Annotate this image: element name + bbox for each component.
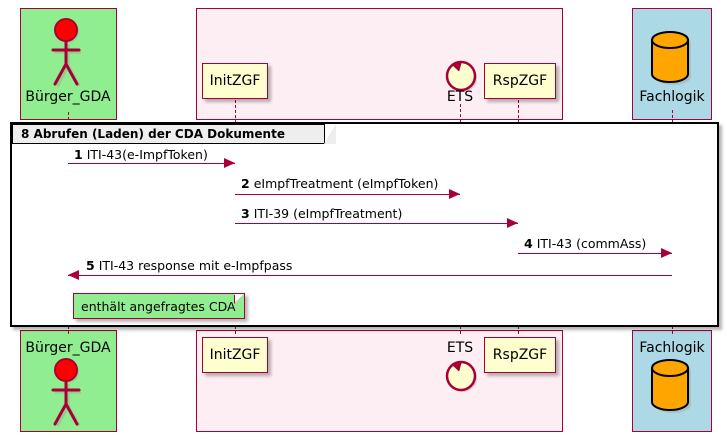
note-text: enthält angefragtes CDA	[81, 298, 236, 314]
message-line-2	[235, 194, 460, 195]
message-label-1: 1 ITI-43(e-ImpfToken)	[74, 147, 208, 162]
message-text-4: ITI-43 (commAss)	[536, 236, 647, 251]
database-icon	[651, 31, 691, 85]
participant-label-buerger-gda-bottom: Bürger_GDA	[25, 340, 111, 356]
message-text-2: eImpfTreatment (eImpfToken)	[253, 176, 439, 191]
message-arrowhead-3	[507, 218, 518, 228]
message-arrowhead-4	[661, 248, 672, 258]
actor-icon	[51, 18, 81, 87]
message-num-4: 4	[524, 236, 533, 251]
participant-label-fachlogik-bottom: Fachlogik	[639, 340, 705, 356]
message-line-1	[68, 163, 235, 164]
participant-label-ets-bottom: ETS	[446, 340, 474, 356]
participant-box-rspzgf-bottom[interactable]: RspZGF	[484, 337, 556, 373]
participant-box-initzgf-top[interactable]: InitZGF	[202, 63, 268, 99]
message-label-3: 3 ITI-39 (eImpfTreatment)	[241, 206, 403, 221]
message-text-5: ITI-43 response mit e-Impfpass	[98, 258, 293, 273]
control-icon	[445, 60, 477, 92]
actor-icon-bottom	[51, 358, 81, 427]
message-arrowhead-2	[449, 189, 460, 199]
group-label: 8 Abrufen (Laden) der CDA Dokumente	[21, 127, 285, 141]
message-num-2: 2	[241, 176, 250, 191]
message-text-1: ITI-43(e-ImpfToken)	[86, 147, 208, 162]
participant-label-rspzgf-bottom: RspZGF	[492, 347, 548, 363]
message-label-2: 2 eImpfTreatment (eImpfToken)	[241, 176, 439, 191]
participant-label-initzgf-bottom: InitZGF	[209, 347, 261, 363]
message-line-5	[68, 275, 672, 276]
message-label-5: 5 ITI-43 response mit e-Impfpass	[86, 258, 293, 273]
group-header: 8 Abrufen (Laden) der CDA Dokumente	[12, 124, 336, 144]
group-frame	[10, 122, 719, 327]
message-arrowhead-1	[224, 158, 235, 168]
control-icon-bottom	[445, 360, 477, 392]
message-text-3: ITI-39 (eImpfTreatment)	[253, 206, 403, 221]
message-num-5: 5	[86, 258, 95, 273]
message-line-3	[235, 223, 518, 224]
participant-label-rspzgf-top: RspZGF	[492, 73, 548, 89]
note-fold-icon	[235, 294, 244, 303]
message-line-4	[518, 253, 672, 254]
note-enthaelt-angefragtes-cda[interactable]: enthält angefragtes CDA	[73, 293, 245, 319]
message-label-4: 4 ITI-43 (commAss)	[524, 236, 647, 251]
participant-label-buerger-gda-top: Bürger_GDA	[25, 89, 111, 105]
participant-label-initzgf-top: InitZGF	[209, 73, 261, 89]
participant-box-rspzgf-top[interactable]: RspZGF	[484, 63, 556, 99]
message-num-1: 1	[74, 147, 83, 162]
participant-label-ets-top: ETS	[446, 89, 474, 105]
participant-box-initzgf-bottom[interactable]: InitZGF	[202, 337, 268, 373]
database-icon-bottom	[651, 359, 691, 413]
message-num-3: 3	[241, 206, 250, 221]
message-arrowhead-5	[68, 270, 79, 280]
participant-label-fachlogik-top: Fachlogik	[639, 89, 705, 105]
